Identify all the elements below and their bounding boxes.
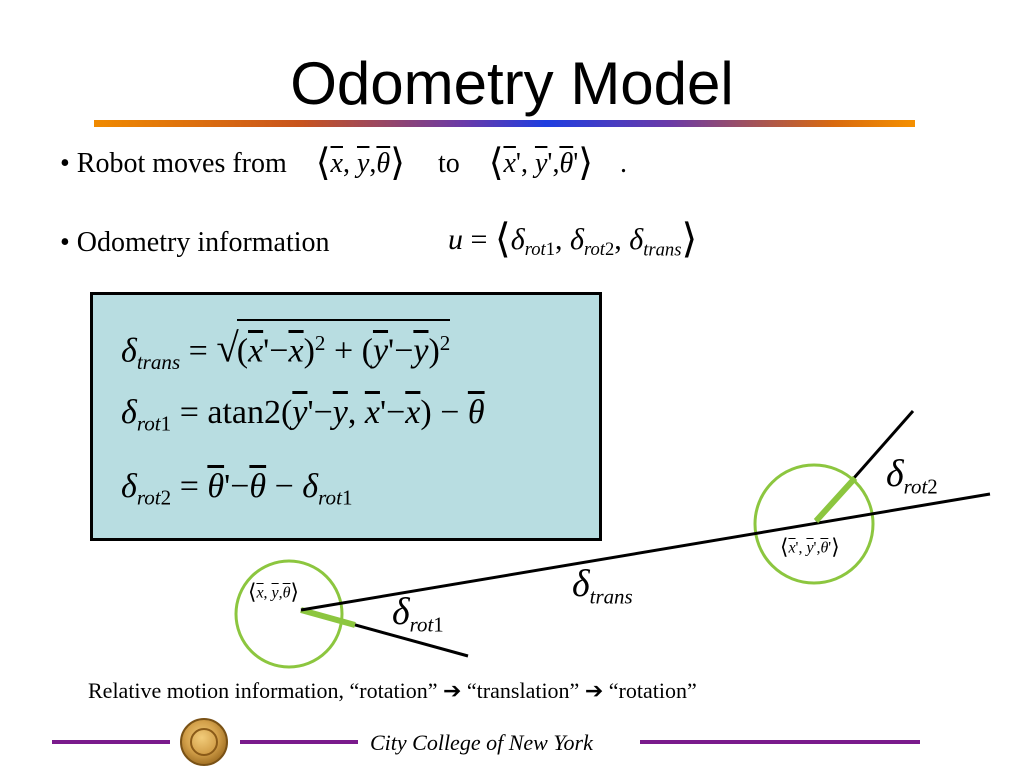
translation-line: [300, 492, 991, 612]
equation-box: δtrans = √(x'−x)2 + (y'−y)2 δrot1 = atan…: [90, 292, 602, 541]
pose-start: ⟨x, y,θ⟩: [315, 142, 405, 184]
caption-arrow-1: ➔: [442, 678, 462, 703]
odometry-vector: u = ⟨δrot1, δrot2, δtrans⟩: [448, 216, 698, 261]
end-pose-circle: [753, 463, 875, 585]
caption-rotation-1: “rotation”: [349, 678, 438, 703]
caption-translation: “translation”: [466, 678, 580, 703]
end-heading-indicator: [813, 475, 858, 524]
slide-title: Odometry Model: [290, 50, 734, 117]
caption-arrow-2: ➔: [584, 678, 604, 703]
start-pose-label: ⟨x, y,θ⟩: [248, 580, 299, 604]
pose-end: ⟨x', y',θ'⟩: [488, 142, 593, 184]
bullet-robot-moves: • Robot moves from ⟨x, y,θ⟩ to ⟨x', y',θ…: [60, 142, 627, 184]
bullet-odometry-info: • Odometry information: [60, 226, 330, 260]
bullet-period: .: [620, 147, 627, 179]
delta-trans-label: δtrans: [572, 563, 633, 609]
end-pose-label: ⟨x', y',θ'⟩: [780, 535, 840, 559]
title-underline: [94, 120, 915, 127]
delta-rot1-label: δrot1: [392, 591, 444, 637]
footer-line-middle: [240, 740, 358, 744]
caption-rotation-2: “rotation”: [608, 678, 697, 703]
footer-line-right: [640, 740, 920, 744]
start-pose-circle: [234, 559, 344, 669]
caption: Relative motion information, “rotation” …: [88, 678, 697, 703]
delta-rot2-label: δrot2: [886, 453, 938, 499]
bullet-odometry-info-text: • Odometry information: [60, 227, 330, 258]
bullet-robot-moves-text: • Robot moves from: [60, 147, 287, 179]
equation-delta-rot2: δrot2 = θ'−θ − δrot1: [121, 468, 353, 510]
footer-line-left: [52, 740, 170, 744]
equation-delta-trans: δtrans = √(x'−x)2 + (y'−y)2: [121, 319, 451, 382]
equation-delta-rot1: δrot1 = atan2(y'−y, x'−x) − θ: [121, 394, 485, 436]
footer-institution: City College of New York: [370, 730, 593, 755]
start-heading-indicator: [300, 607, 356, 628]
bullet-to-word: to: [437, 147, 460, 179]
college-seal-logo: [180, 718, 228, 766]
